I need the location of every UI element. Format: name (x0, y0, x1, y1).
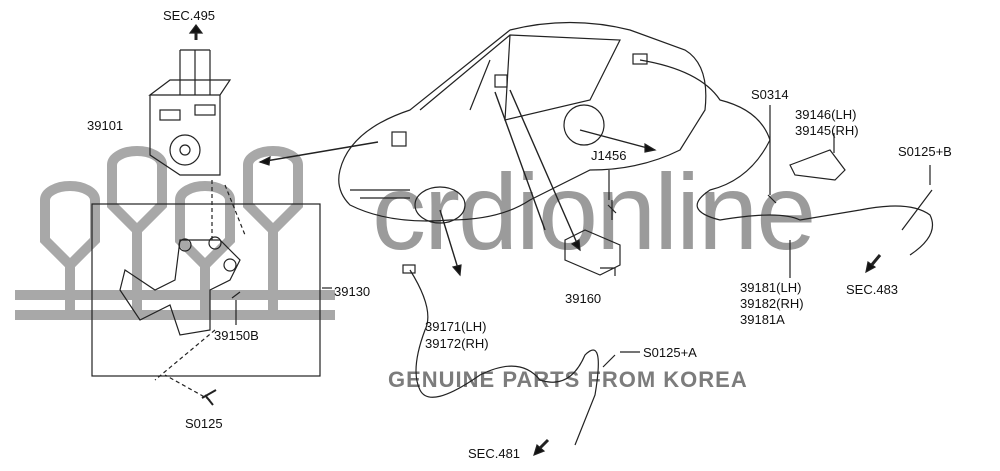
label-39182: 39182(RH) (740, 296, 804, 311)
label-39181: 39181(LH) (740, 280, 802, 295)
label-s0125-b: S0125+B (898, 144, 952, 159)
label-sec-481: SEC.481 (468, 446, 521, 461)
label-s0125-a: S0125+A (643, 345, 697, 360)
bracket-icon (119, 236, 241, 336)
label-39145: 39145(RH) (795, 123, 859, 138)
watermark-tagline: GENUINE PARTS FROM KOREA (388, 367, 748, 392)
label-39101: 39101 (87, 118, 124, 133)
label-39146: 39146(LH) (795, 107, 857, 122)
label-s0314: S0314 (751, 87, 789, 102)
label-j1456: J1456 (591, 148, 627, 163)
label-sec-495: SEC.495 (163, 8, 216, 23)
label-39150b: 39150B (214, 328, 259, 343)
label-39181a: 39181A (740, 312, 785, 327)
label-s0125: S0125 (185, 416, 223, 431)
label-sec-483: SEC.483 (846, 282, 899, 297)
label-39160: 39160 (565, 291, 602, 306)
car-icon (338, 21, 707, 224)
label-39171: 39171(LH) (425, 319, 487, 334)
label-39172: 39172(RH) (425, 336, 489, 351)
abs-actuator-icon (148, 49, 232, 176)
label-39130: 39130 (334, 284, 371, 299)
watermark-brand: crdionline (372, 151, 816, 272)
